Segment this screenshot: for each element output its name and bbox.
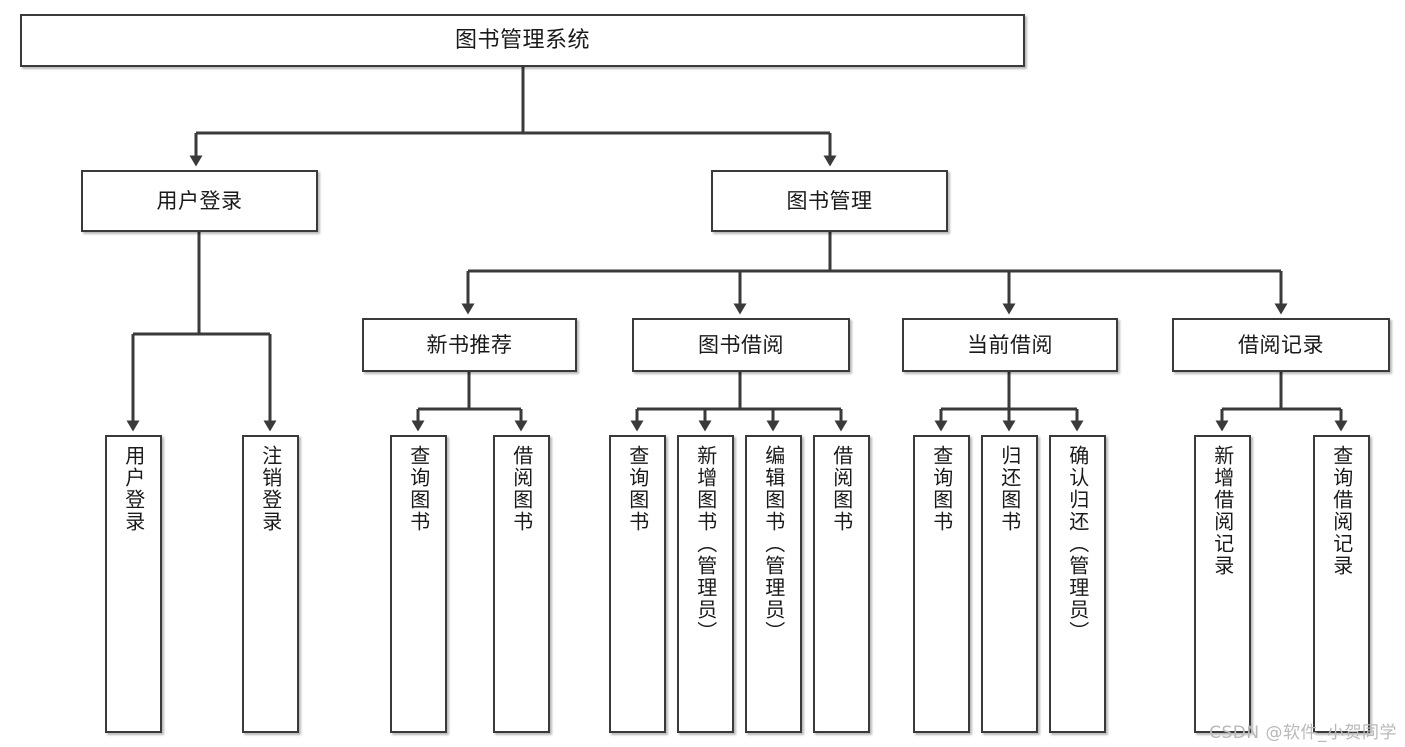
node-label: 用户登录 [121,445,146,533]
node-label: 借阅记录 [1238,332,1324,357]
node-book-management[interactable]: 图书管理 [711,170,948,232]
leaf-borrow-books-recommend[interactable]: 借阅图书 [493,435,550,733]
node-label: 编辑图书（管理员） [761,445,786,643]
node-label: 查询图书 [625,445,650,533]
node-label: 图书借阅 [698,332,784,357]
leaf-add-borrow-record[interactable]: 新增借阅记录 [1194,435,1251,733]
node-label: 借阅图书 [509,445,534,533]
node-user-login[interactable]: 用户登录 [81,170,318,232]
leaf-return-books[interactable]: 归还图书 [981,435,1038,733]
leaf-query-books-current[interactable]: 查询图书 [913,435,970,733]
csdn-watermark: CSDN @软件_小贺同学 [1209,723,1397,743]
leaf-confirm-return-admin[interactable]: 确认归还（管理员） [1049,435,1106,733]
node-label: 新增图书（管理员） [693,445,718,643]
node-label: 用户登录 [156,188,243,213]
node-label: 查询借阅记录 [1329,445,1354,577]
node-book-borrow[interactable]: 图书借阅 [632,318,850,372]
leaf-edit-book-admin[interactable]: 编辑图书（管理员） [745,435,802,733]
node-label: 确认归还（管理员） [1065,445,1090,643]
node-label: 当前借阅 [967,332,1053,357]
node-borrow-records[interactable]: 借阅记录 [1172,318,1390,372]
node-label: 图书管理系统 [454,27,590,53]
node-current-borrow[interactable]: 当前借阅 [902,318,1118,372]
node-label: 查询图书 [929,445,954,533]
leaf-user-login[interactable]: 用户登录 [105,435,162,733]
node-label: 查询图书 [406,445,431,533]
node-label: 图书管理 [786,188,873,213]
leaf-add-book-admin[interactable]: 新增图书（管理员） [677,435,734,733]
node-new-book-recommend[interactable]: 新书推荐 [362,318,577,372]
node-label: 借阅图书 [829,445,854,533]
leaf-borrow-books[interactable]: 借阅图书 [813,435,870,733]
leaf-query-borrow-record[interactable]: 查询借阅记录 [1313,435,1370,733]
node-label: 新书推荐 [426,332,513,357]
node-label: 注销登录 [258,445,283,533]
node-root-system[interactable]: 图书管理系统 [20,14,1025,67]
leaf-logout[interactable]: 注销登录 [242,435,299,733]
leaf-query-books-borrow[interactable]: 查询图书 [609,435,666,733]
node-label: 新增借阅记录 [1210,445,1235,577]
node-label: 归还图书 [997,445,1022,533]
leaf-query-books-recommend[interactable]: 查询图书 [390,435,447,733]
